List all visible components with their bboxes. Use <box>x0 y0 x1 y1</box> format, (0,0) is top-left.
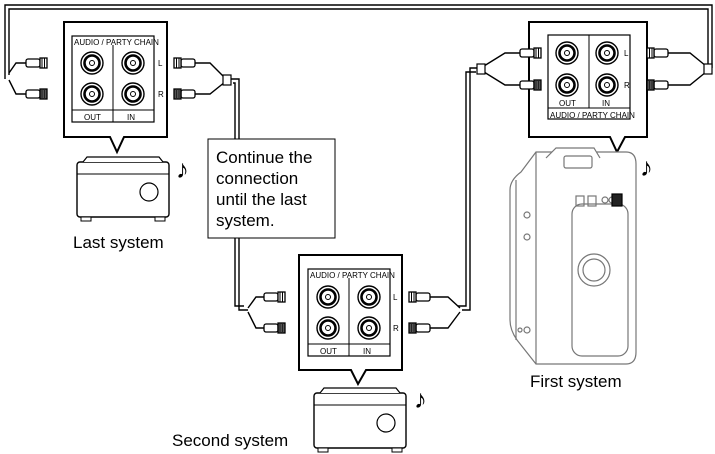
last-system-device <box>76 156 170 222</box>
cable-return-top <box>4 4 713 79</box>
in-label: IN <box>127 113 135 122</box>
jack-in-r <box>356 315 382 341</box>
first-system-device <box>509 147 637 365</box>
instruction-line-2: connection <box>216 169 298 188</box>
panel-title: AUDIO / PARTY CHAIN <box>550 111 635 120</box>
panel-title: AUDIO / PARTY CHAIN <box>310 271 395 280</box>
jack-in-r <box>120 81 146 107</box>
instruction-line-4: system. <box>216 211 275 230</box>
in-label: IN <box>363 347 371 356</box>
last-system-label: Last system <box>73 233 164 252</box>
music-note-icon: ♪ <box>640 152 653 182</box>
plug-out-right <box>408 291 461 334</box>
jack-in-l <box>356 284 382 310</box>
plug-in-right <box>646 47 713 91</box>
second-system-device <box>313 387 407 453</box>
out-label: OUT <box>559 99 576 108</box>
jack-out-r <box>79 81 105 107</box>
out-label: OUT <box>320 347 337 356</box>
plug-in-left <box>247 291 286 334</box>
in-label: IN <box>602 99 610 108</box>
out-label: OUT <box>84 113 101 122</box>
cable-second-to-first-inner <box>458 71 476 307</box>
panel-title: AUDIO / PARTY CHAIN <box>74 38 159 47</box>
jack-in-r <box>594 72 620 98</box>
jack-in-l <box>120 50 146 76</box>
left-channel-label: L <box>624 49 629 58</box>
right-channel-label: R <box>393 324 399 333</box>
jack-out-r <box>554 72 580 98</box>
jack-out-l <box>79 50 105 76</box>
plug-in-left <box>8 57 48 100</box>
music-note-icon: ♪ <box>176 154 189 184</box>
jack-out-l <box>315 284 341 310</box>
plug-out-right <box>173 57 232 100</box>
cables <box>4 4 713 311</box>
jack-in-l <box>594 40 620 66</box>
left-channel-label: L <box>393 293 398 302</box>
instruction-line-1: Continue the <box>216 148 312 167</box>
last-system-panel: AUDIO / PARTY CHAIN OUT IN L R <box>8 21 232 155</box>
right-channel-label: R <box>624 81 630 90</box>
right-channel-label: R <box>158 90 164 99</box>
first-system-label: First system <box>530 372 622 391</box>
jack-out-r <box>315 315 341 341</box>
second-system-label: Second system <box>172 431 288 450</box>
plug-out-left <box>476 47 542 91</box>
cable-return-top-inner <box>8 8 709 75</box>
first-system-panel: OUT IN AUDIO / PARTY CHAIN L R <box>476 21 713 155</box>
jack-out-l <box>554 40 580 66</box>
music-note-icon: ♪ <box>414 384 427 414</box>
left-channel-label: L <box>158 59 163 68</box>
instruction-line-3: until the last <box>216 190 307 209</box>
second-system-panel: AUDIO / PARTY CHAIN OUT IN L R <box>247 254 461 387</box>
cable-second-to-first <box>462 67 480 311</box>
instruction-note: Continue the connection until the last s… <box>207 138 336 239</box>
